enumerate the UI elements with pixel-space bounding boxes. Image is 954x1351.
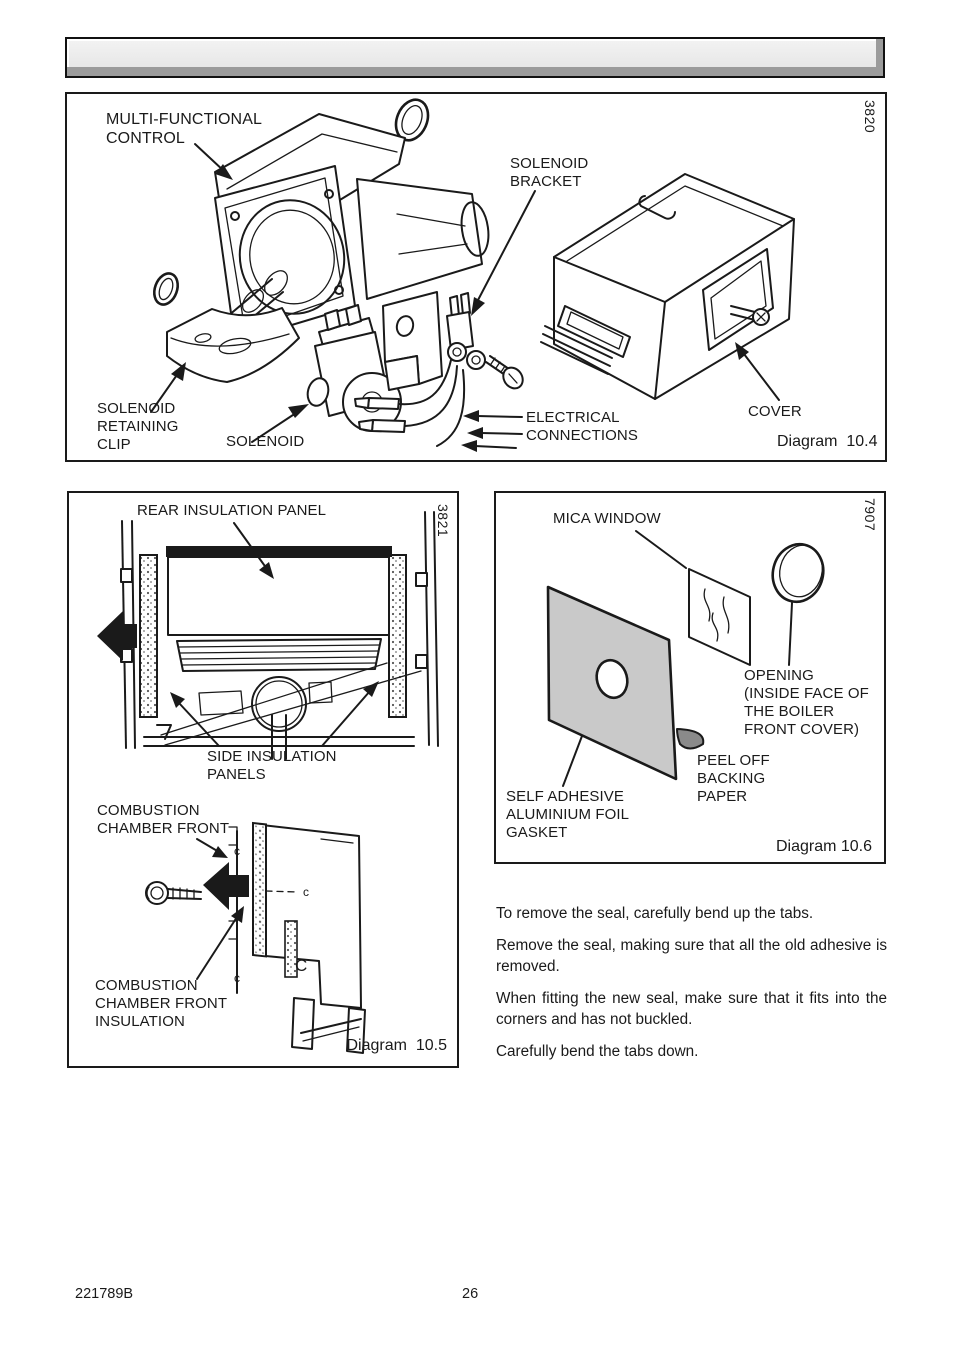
- label-side-insulation-panels: SIDE INSULATION PANELS: [207, 748, 337, 783]
- figure-ref-7907: 7907: [862, 498, 878, 532]
- instruction-paragraph: When fitting the new seal, make sure tha…: [496, 990, 887, 1028]
- figure-ref-3821: 3821: [435, 504, 451, 538]
- seal-instructions: To remove the seal, carefully bend up th…: [496, 903, 887, 1073]
- panel-mark-c3: C: [295, 956, 307, 975]
- label-combustion-chamber-front-insulation: COMBUSTION CHAMBER FRONT INSULATION: [95, 977, 228, 1030]
- gasket-seal-art: [546, 530, 825, 787]
- combustion-chamber-front-art: c c C c: [228, 821, 366, 1054]
- label-mica-window: MICA WINDOW: [553, 510, 661, 527]
- chamber-frame-art: [120, 511, 439, 749]
- label-rear-insulation-panel: REAR INSULATION PANEL: [137, 502, 327, 519]
- leader-arrows-side-insulation-panels: [170, 681, 379, 747]
- label-cover: COVER: [748, 403, 802, 420]
- caption-diagram-10-5: Diagram 10.5: [346, 1037, 448, 1054]
- leader-arrow-solenoid-bracket: [471, 190, 536, 316]
- gas-valve-exploded-view-art: [150, 98, 795, 452]
- multi-functional-control-art: [191, 113, 490, 369]
- combustion-chamber-art: c c C c: [97, 511, 439, 1054]
- figure-diagram-10-5: c c C c: [67, 491, 459, 1068]
- solenoid-art: [306, 304, 402, 432]
- label-solenoid: SOLENOID: [226, 433, 305, 450]
- label-peel-off-backing-paper: PEEL OFF BACKING PAPER: [697, 752, 770, 805]
- leader-arrow-solenoid: [251, 404, 309, 443]
- label-solenoid-retaining-clip: SOLENOID RETAINING CLIP: [97, 400, 179, 453]
- fixing-screw-art: [145, 881, 202, 905]
- leader-arrows-electrical-connections: [461, 410, 523, 452]
- instruction-paragraph: Carefully bend the tabs down.: [496, 1043, 699, 1060]
- leader-line-opening: [788, 602, 793, 666]
- opening-ring-art: [771, 542, 825, 604]
- peel-corner-art: [676, 728, 705, 750]
- label-opening: OPENING (INSIDE FACE OF THE BOILER FRONT…: [744, 667, 869, 738]
- label-electrical-connections: ELECTRICAL CONNECTIONS: [526, 409, 638, 444]
- leader-arrow-multi-functional-control: [194, 143, 233, 180]
- caption-diagram-10-6: Diagram 10.6: [775, 838, 872, 855]
- solenoid-bracket-art: [382, 291, 474, 391]
- leader-line-mica-window: [635, 530, 687, 569]
- panel-mark-c1: c: [234, 844, 240, 858]
- leader-line-gasket: [562, 735, 583, 787]
- figure-ref-3820: 3820: [862, 100, 878, 134]
- panel-mark-c4: c: [303, 885, 309, 899]
- leader-arrow-retaining-clip: [150, 362, 186, 413]
- label-combustion-chamber-front: COMBUSTION CHAMBER FRONT: [97, 802, 230, 837]
- label-multi-functional-control: MULTI-FUNCTIONAL CONTROL: [106, 111, 262, 147]
- document-code: 221789B: [75, 1286, 134, 1302]
- o-ring-left-icon: [153, 272, 179, 306]
- instruction-paragraph: To remove the seal, carefully bend up th…: [496, 905, 814, 922]
- instruction-paragraph: Remove the seal, making sure that all th…: [496, 937, 887, 975]
- panel-mark-c2: c: [234, 971, 240, 985]
- push-direction-arrow-icon: [203, 862, 249, 910]
- rear-insulation-panel-art: [166, 546, 392, 636]
- leader-arrow-cover: [735, 342, 780, 401]
- label-solenoid-bracket: SOLENOID BRACKET: [510, 155, 589, 190]
- solenoid-retaining-clip-art: [166, 307, 300, 383]
- cover-art: [540, 173, 795, 400]
- leader-arrow-front-insulation: [196, 906, 244, 980]
- figure-diagram-10-4: MULTI-FUNCTIONAL CONTROL SOLENOID BRACKE…: [65, 92, 887, 462]
- section-header-bar: [65, 37, 885, 78]
- burner-art: [160, 638, 422, 760]
- terminal-washer-screw-art: [447, 342, 524, 390]
- page-number: 26: [462, 1286, 479, 1302]
- pull-direction-arrow-icon: [97, 611, 137, 661]
- label-self-adhesive-aluminium-foil-gasket: SELF ADHESIVE ALUMINIUM FOIL GASKET: [506, 788, 630, 841]
- caption-diagram-10-4: Diagram 10.4: [777, 433, 878, 450]
- solenoid-wires-art: [354, 359, 466, 447]
- mica-window-art: [688, 568, 751, 666]
- leader-arrow-combustion-chamber-front: [196, 838, 228, 858]
- foil-gasket-art: [546, 585, 678, 781]
- leader-arrow-rear-insulation-panel: [233, 522, 274, 579]
- figure-diagram-10-6: MICA WINDOW OPENING (INSIDE FACE OF THE …: [494, 491, 886, 864]
